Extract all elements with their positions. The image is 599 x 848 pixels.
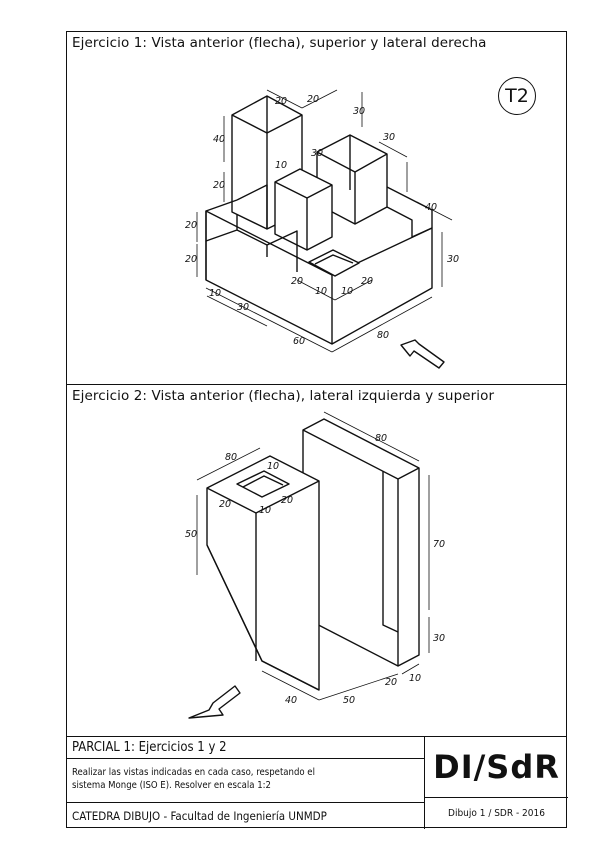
dim-label: 20 xyxy=(385,677,397,688)
exam-heading: PARCIAL 1: Ejercicios 1 y 2 xyxy=(67,737,424,759)
dim-label: 30 xyxy=(383,132,395,143)
instructions-line-1: Realizar las vistas indicadas en cada ca… xyxy=(72,767,315,778)
dim-label: 30 xyxy=(353,106,365,117)
dim-label: 10 xyxy=(267,461,279,472)
dim-label: 80 xyxy=(225,452,237,463)
drawing-sheet: Ejercicio 1: Vista anterior (flecha), su… xyxy=(66,31,568,829)
sheet-code-badge: T2 xyxy=(498,77,536,115)
dim-label: 20 xyxy=(213,180,225,191)
dim-label: 40 xyxy=(285,695,297,706)
dim-label: 20 xyxy=(291,276,303,287)
dim-label: 30 xyxy=(311,148,323,159)
dim-label: 40 xyxy=(425,202,437,213)
dim-label: 10 xyxy=(341,286,353,297)
sheet-number: Dibujo 1 / SDR - 2016 xyxy=(448,807,545,819)
dim-label: 30 xyxy=(447,254,459,265)
dim-label: 40 xyxy=(213,134,225,145)
title-block-info: PARCIAL 1: Ejercicios 1 y 2 Realizar las… xyxy=(67,737,425,829)
dim-label: 30 xyxy=(433,633,445,644)
dim-label: 30 xyxy=(237,302,249,313)
dim-label: 20 xyxy=(185,220,197,231)
exercise-1-panel: Ejercicio 1: Vista anterior (flecha), su… xyxy=(67,32,566,385)
dim-label: 20 xyxy=(275,96,287,107)
exercise-2-isometric-drawing: 80 80 10 20 10 20 50 70 30 20 10 40 50 xyxy=(185,411,445,719)
dim-label: 50 xyxy=(185,529,197,540)
dim-label: 20 xyxy=(361,276,373,287)
exercise-1-title: Ejercicio 1: Vista anterior (flecha), su… xyxy=(72,35,487,51)
dim-label: 10 xyxy=(209,288,221,299)
exercise-2-panel: Ejercicio 2: Vista anterior (flecha), la… xyxy=(67,385,566,737)
dim-label: 10 xyxy=(409,673,421,684)
view-direction-arrow-icon xyxy=(400,339,445,369)
brand-logo: DI/SdR xyxy=(425,737,568,798)
dim-label: 20 xyxy=(307,94,319,105)
dim-label: 20 xyxy=(185,254,197,265)
dim-label: 20 xyxy=(219,499,231,510)
department-label: CATEDRA DIBUJO - Facultad de Ingeniería … xyxy=(72,809,327,823)
exercise-1-isometric-drawing: 20 20 30 40 10 30 30 20 40 20 20 30 20 1… xyxy=(185,89,459,369)
dim-label: 20 xyxy=(281,495,293,506)
dim-label: 10 xyxy=(259,505,271,516)
dim-label: 10 xyxy=(275,160,287,171)
dim-label: 50 xyxy=(343,695,355,706)
dim-label: 60 xyxy=(293,336,305,347)
instructions: Realizar las vistas indicadas en cada ca… xyxy=(67,759,424,803)
dim-label: 70 xyxy=(433,539,445,550)
view-direction-arrow-icon xyxy=(188,685,241,719)
instructions-line-2: sistema Monge (ISO E). Resolver en escal… xyxy=(72,780,271,791)
exercise-2-title: Ejercicio 2: Vista anterior (flecha), la… xyxy=(72,388,495,404)
dim-label: 80 xyxy=(377,330,389,341)
dim-label: 10 xyxy=(315,286,327,297)
title-block: PARCIAL 1: Ejercicios 1 y 2 Realizar las… xyxy=(67,737,568,829)
title-block-brand: DI/SdR Dibujo 1 / SDR - 2016 xyxy=(425,737,568,829)
dim-label: 80 xyxy=(375,433,387,444)
